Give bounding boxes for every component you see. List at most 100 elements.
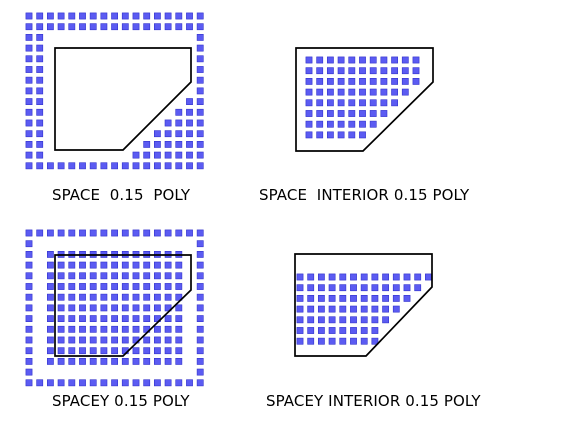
fill-square xyxy=(111,357,118,365)
fill-square xyxy=(337,88,345,96)
fill-square xyxy=(371,294,379,302)
fill-square xyxy=(350,305,357,313)
fill-square xyxy=(164,261,172,269)
fill-square xyxy=(359,131,366,139)
fill-square xyxy=(57,261,65,269)
fill-square xyxy=(196,347,204,355)
fill-square xyxy=(100,23,108,31)
fill-square xyxy=(175,336,183,344)
fill-square xyxy=(143,379,151,387)
fill-square xyxy=(317,337,325,345)
fill-square xyxy=(36,66,44,73)
fill-square xyxy=(111,347,118,355)
fill-square xyxy=(339,327,347,334)
fill-square xyxy=(25,315,33,322)
fill-square xyxy=(401,88,409,96)
fill-square xyxy=(392,284,400,292)
fill-square xyxy=(36,98,44,105)
fill-square xyxy=(296,305,304,313)
fill-square xyxy=(196,162,204,170)
fill-square xyxy=(132,325,140,333)
fill-square xyxy=(121,283,129,290)
fill-square xyxy=(196,33,204,41)
fill-square xyxy=(25,119,33,127)
fill-square xyxy=(121,293,129,301)
fill-square xyxy=(25,336,33,344)
fill-square xyxy=(111,12,118,20)
fill-square xyxy=(68,283,76,290)
fill-square xyxy=(57,347,65,355)
fill-square xyxy=(337,110,345,117)
fill-square xyxy=(25,272,33,280)
fill-square xyxy=(186,119,193,127)
fill-square xyxy=(196,87,204,95)
fill-square xyxy=(164,12,172,20)
fill-square xyxy=(164,23,172,31)
fill-square xyxy=(305,88,313,96)
fill-square xyxy=(339,294,347,302)
fill-square xyxy=(36,33,44,41)
fill-square xyxy=(154,23,161,31)
fill-square xyxy=(132,12,140,20)
fill-square xyxy=(369,78,377,85)
fill-square xyxy=(68,379,76,387)
fill-square xyxy=(36,141,44,148)
fill-square xyxy=(391,67,398,75)
fill-square xyxy=(186,108,193,116)
fill-square xyxy=(57,162,65,170)
fill-square xyxy=(25,347,33,355)
panel-spacey-interior xyxy=(294,253,433,357)
polygon-outline xyxy=(294,253,433,357)
fill-square xyxy=(401,67,409,75)
fill-square xyxy=(143,261,151,269)
fill-square xyxy=(412,67,420,75)
fill-square xyxy=(175,304,183,312)
fill-square xyxy=(143,23,151,31)
fill-square xyxy=(46,229,54,237)
fill-square xyxy=(36,151,44,159)
fill-square xyxy=(25,357,33,365)
fill-square xyxy=(326,88,334,96)
fill-square xyxy=(36,12,44,20)
fill-square xyxy=(154,261,161,269)
fill-square xyxy=(337,78,345,85)
fill-square xyxy=(196,283,204,290)
fill-square xyxy=(100,283,108,290)
fill-square xyxy=(25,33,33,41)
fill-square xyxy=(305,78,313,85)
fill-square xyxy=(175,12,183,20)
fill-square xyxy=(154,151,161,159)
fill-square xyxy=(25,379,33,387)
caption-spacey: SPACEY 0.15 POLY xyxy=(52,392,190,410)
fill-square xyxy=(164,357,172,365)
fill-square xyxy=(100,261,108,269)
fill-square xyxy=(360,284,368,292)
fill-square xyxy=(143,357,151,365)
fill-square xyxy=(350,327,357,334)
fill-square xyxy=(186,141,193,148)
fill-square xyxy=(403,294,411,302)
fill-square xyxy=(154,229,161,237)
fill-square xyxy=(196,261,204,269)
fill-square xyxy=(359,67,366,75)
fill-square xyxy=(328,337,336,345)
fill-square xyxy=(328,316,336,324)
fill-square xyxy=(100,162,108,170)
fill-square xyxy=(121,379,129,387)
fill-square xyxy=(337,131,345,139)
fill-square xyxy=(196,304,204,312)
fill-square xyxy=(36,55,44,63)
fill-square xyxy=(154,304,161,312)
fill-square xyxy=(57,272,65,280)
fill-square xyxy=(132,272,140,280)
fill-square xyxy=(186,379,193,387)
fill-square xyxy=(326,131,334,139)
fill-square xyxy=(359,99,366,107)
fill-square xyxy=(100,347,108,355)
fill-square xyxy=(369,99,377,107)
fill-square xyxy=(57,336,65,344)
fill-square xyxy=(121,162,129,170)
fill-square xyxy=(164,336,172,344)
fill-square xyxy=(164,272,172,280)
fill-square xyxy=(196,293,204,301)
